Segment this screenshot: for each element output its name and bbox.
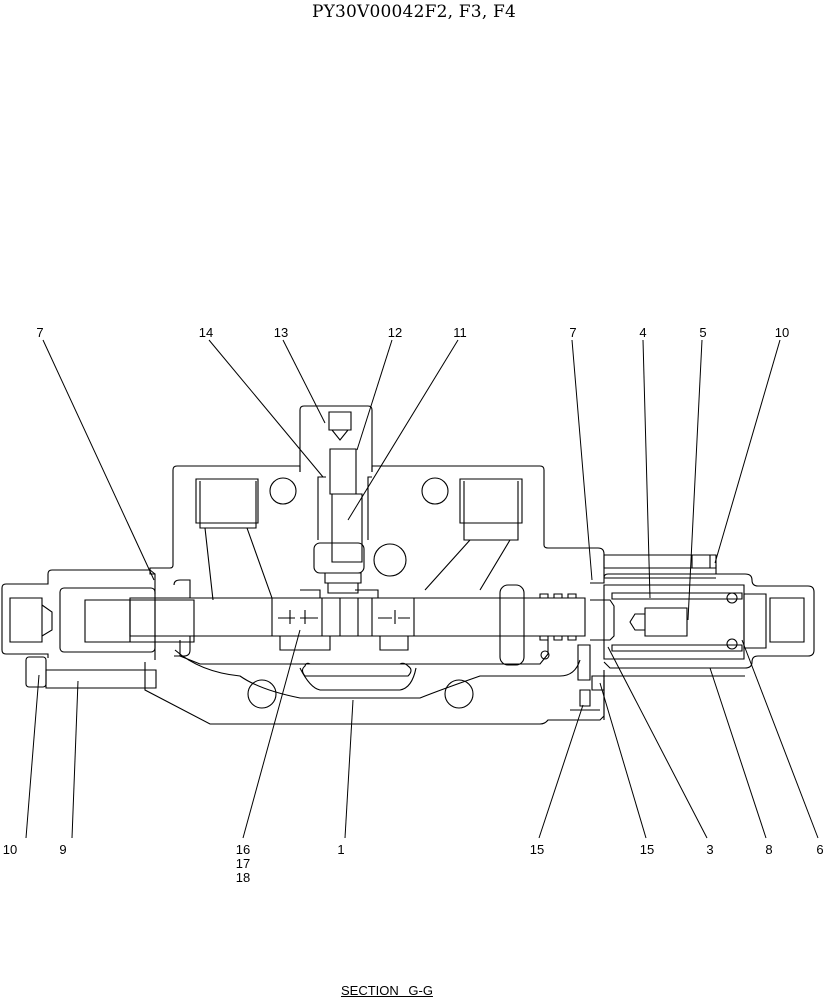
callout-part-18: 18 xyxy=(235,870,251,885)
callout-part-3: 3 xyxy=(706,842,714,857)
callout-part-15-left: 15 xyxy=(529,842,545,857)
valve-body xyxy=(145,406,604,724)
callout-part-8: 8 xyxy=(765,842,773,857)
callout-part-15-right: 15 xyxy=(639,842,655,857)
callout-part-13: 13 xyxy=(273,325,289,340)
callout-part-7-left: 7 xyxy=(36,325,44,340)
leader-lines xyxy=(26,340,818,838)
callout-part-7-right: 7 xyxy=(569,325,577,340)
callout-part-16: 16 xyxy=(235,842,251,857)
callout-part-11: 11 xyxy=(453,325,467,340)
callout-part-5: 5 xyxy=(699,325,707,340)
callout-part-9: 9 xyxy=(59,842,67,857)
callout-part-10-right: 10 xyxy=(774,325,790,340)
callout-part-14: 14 xyxy=(198,325,214,340)
callout-part-12: 12 xyxy=(387,325,403,340)
callout-part-17: 17 xyxy=(235,856,251,871)
callout-part-6: 6 xyxy=(816,842,824,857)
right-cap xyxy=(570,555,814,720)
callout-part-10-left: 10 xyxy=(2,842,18,857)
callout-part-4: 4 xyxy=(639,325,647,340)
left-cap xyxy=(2,570,194,688)
section-caption: SECTION G-G xyxy=(341,983,433,998)
drawing-title: PY30V00042F2, F3, F4 xyxy=(311,2,517,22)
callout-part-1: 1 xyxy=(337,842,345,857)
